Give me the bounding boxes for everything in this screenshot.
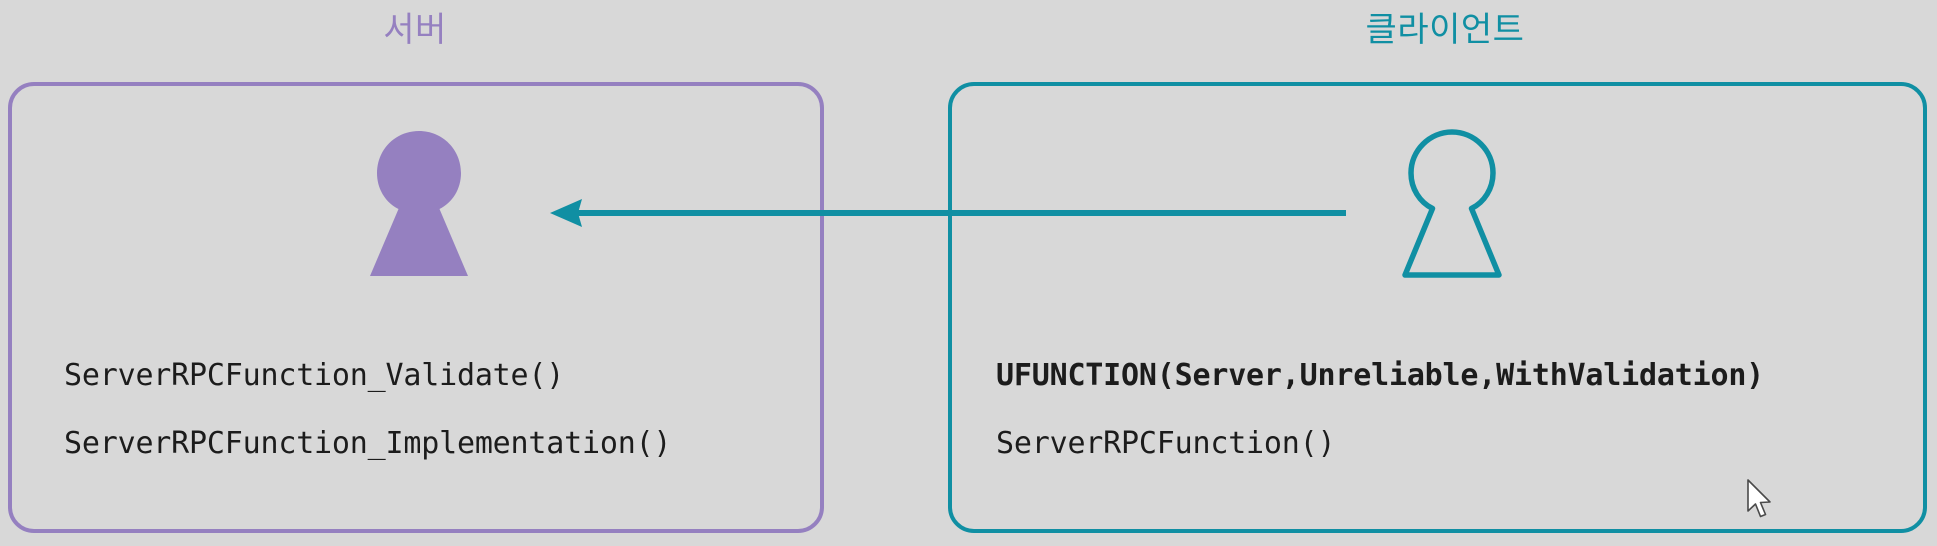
client-code-block: UFUNCTION(Server,Unreliable,WithValidati… [996, 342, 1764, 478]
person-keyhole-outline-icon [1402, 129, 1502, 278]
server-panel [8, 82, 824, 533]
client-panel [948, 82, 1927, 533]
server-code-line: ServerRPCFunction_Implementation() [64, 426, 672, 461]
person-keyhole-filled-icon [370, 131, 468, 276]
rpc-call-arrow [550, 199, 1346, 227]
client-code-line-ufunction-macro: UFUNCTION(Server,Unreliable,WithValidati… [996, 358, 1765, 393]
client-panel-title: 클라이언트 [1365, 10, 1525, 50]
server-code-block: ServerRPCFunction_Validate() ServerRPCFu… [64, 342, 671, 478]
server-code-line: ServerRPCFunction_Validate() [64, 358, 565, 393]
client-code-line: ServerRPCFunction() [996, 426, 1336, 461]
server-panel-title: 서버 [383, 10, 447, 50]
